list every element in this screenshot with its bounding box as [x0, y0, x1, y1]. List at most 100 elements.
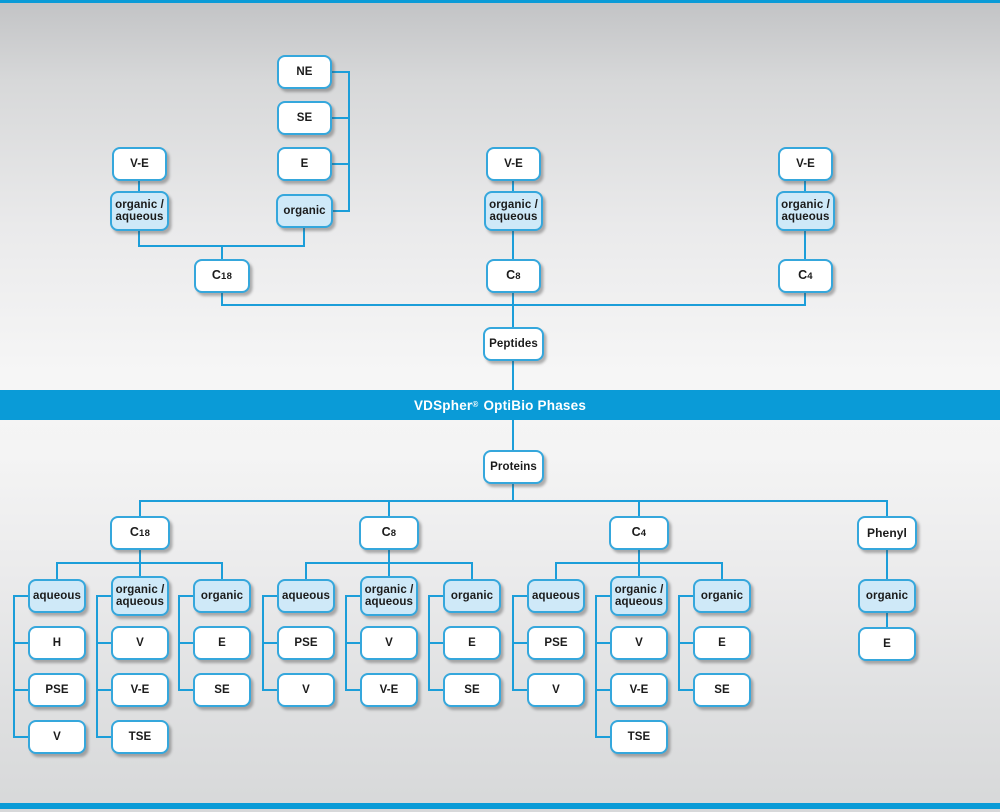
- pep-c18-elution-se-box: SE: [277, 101, 332, 135]
- connector-line: [638, 562, 640, 580]
- peptides-root-box: Peptides: [483, 327, 544, 361]
- connector-line: [331, 71, 350, 73]
- connector-line: [804, 181, 806, 192]
- connector-line: [556, 562, 722, 564]
- connector-line: [331, 163, 350, 165]
- pro-c4-box: C4: [609, 516, 669, 550]
- connector-line: [429, 689, 447, 691]
- pro-c8-organic-box: organic: [443, 579, 501, 613]
- connector-line: [332, 210, 350, 212]
- pep-c4-box: C4: [778, 259, 833, 293]
- pro-c18-aqueous-child-h: H: [28, 626, 86, 660]
- connector-line: [679, 689, 697, 691]
- pro-phenyl-box: Phenyl: [857, 516, 917, 550]
- connector-line: [512, 181, 514, 192]
- pro-c8-organic-child-e: E: [443, 626, 501, 660]
- connector-line: [303, 227, 305, 247]
- banner-brand: VDSpher: [413, 397, 473, 413]
- pep-c8-box: C8: [486, 259, 541, 293]
- pro-c8-aqueous-child-v: V: [277, 673, 335, 707]
- connector-line: [263, 642, 281, 644]
- pro-c8-box: C8: [359, 516, 419, 550]
- pro-c18-organic-child-e: E: [193, 626, 251, 660]
- connector-line: [263, 595, 281, 597]
- pep-c8-ve-box: V-E: [486, 147, 541, 181]
- pro-phenyl-organic-child-e: E: [858, 627, 916, 661]
- pro-c18-aqueous-child-pse: PSE: [28, 673, 86, 707]
- pro-c8-organic-aqueous-box: organic / aqueous: [360, 576, 418, 616]
- pep-c18-ve-box: V-E: [112, 147, 167, 181]
- connector-line: [346, 689, 364, 691]
- connector-line: [96, 595, 98, 738]
- connector-line: [221, 562, 223, 580]
- connector-line: [429, 595, 447, 597]
- connector-line: [388, 562, 390, 580]
- pro-c4-orgaq-child-tse: TSE: [610, 720, 668, 754]
- pro-c4-orgaq-child-ve: V-E: [610, 673, 668, 707]
- pro-c4-aqueous-child-pse: PSE: [527, 626, 585, 660]
- pro-phenyl-organic-box: organic: [858, 579, 916, 613]
- pro-c18-box: C18: [110, 516, 170, 550]
- connector-line: [429, 642, 447, 644]
- pep-c18-box: C18: [194, 259, 250, 293]
- pro-c4-organic-child-se: SE: [693, 673, 751, 707]
- pro-c4-orgaq-child-v: V: [610, 626, 668, 660]
- connector-line: [140, 500, 888, 502]
- connector-line: [305, 562, 307, 580]
- connector-line: [886, 612, 888, 628]
- connector-line: [512, 483, 514, 502]
- pro-c4-aqueous-box: aqueous: [527, 579, 585, 613]
- connector-line: [97, 689, 115, 691]
- top-accent-bar: [0, 0, 1000, 3]
- pro-c8-organic-child-se: SE: [443, 673, 501, 707]
- pro-c18-organic-aqueous-box: organic / aqueous: [111, 576, 169, 616]
- connector-line: [679, 642, 697, 644]
- connector-line: [56, 562, 58, 580]
- connector-line: [14, 595, 32, 597]
- connector-line: [179, 595, 197, 597]
- connector-line: [596, 595, 614, 597]
- pep-c4-organic-aqueous-box: organic / aqueous: [776, 191, 835, 231]
- connector-line: [886, 549, 888, 580]
- connector-line: [804, 230, 806, 260]
- pro-c4-organic-box: organic: [693, 579, 751, 613]
- connector-line: [512, 420, 514, 451]
- pep-c8-organic-aqueous-box: organic / aqueous: [484, 191, 543, 231]
- connector-line: [179, 689, 197, 691]
- pro-c18-organic-child-se: SE: [193, 673, 251, 707]
- connector-line: [388, 549, 390, 564]
- connector-line: [721, 562, 723, 580]
- connector-line: [348, 71, 350, 212]
- pep-c18-elution-ne-box: NE: [277, 55, 332, 89]
- connector-line: [346, 642, 364, 644]
- pep-c18-elution-e-box: E: [277, 147, 332, 181]
- banner-suffix: OptiBio Phases: [483, 397, 587, 413]
- connector-line: [221, 245, 223, 260]
- connector-line: [97, 595, 115, 597]
- connector-line: [14, 689, 32, 691]
- connector-line: [13, 595, 15, 738]
- connector-line: [513, 689, 531, 691]
- connector-line: [179, 642, 197, 644]
- pro-c18-orgaq-child-v: V: [111, 626, 169, 660]
- connector-line: [388, 500, 390, 517]
- connector-line: [139, 245, 305, 247]
- connector-line: [138, 230, 140, 247]
- connector-line: [512, 292, 514, 328]
- connector-line: [139, 500, 141, 517]
- banner-title: VDSpher®OptiBio Phases: [0, 390, 1000, 420]
- pro-c18-organic-box: organic: [193, 579, 251, 613]
- connector-line: [596, 736, 614, 738]
- proteins-root-box: Proteins: [483, 450, 544, 484]
- connector-line: [512, 360, 514, 391]
- pro-c8-orgaq-child-ve: V-E: [360, 673, 418, 707]
- connector-line: [263, 689, 281, 691]
- connector-line: [331, 117, 350, 119]
- pro-c18-orgaq-child-tse: TSE: [111, 720, 169, 754]
- connector-line: [14, 736, 32, 738]
- connector-line: [306, 562, 472, 564]
- connector-line: [14, 642, 32, 644]
- connector-line: [638, 500, 640, 517]
- connector-line: [513, 642, 531, 644]
